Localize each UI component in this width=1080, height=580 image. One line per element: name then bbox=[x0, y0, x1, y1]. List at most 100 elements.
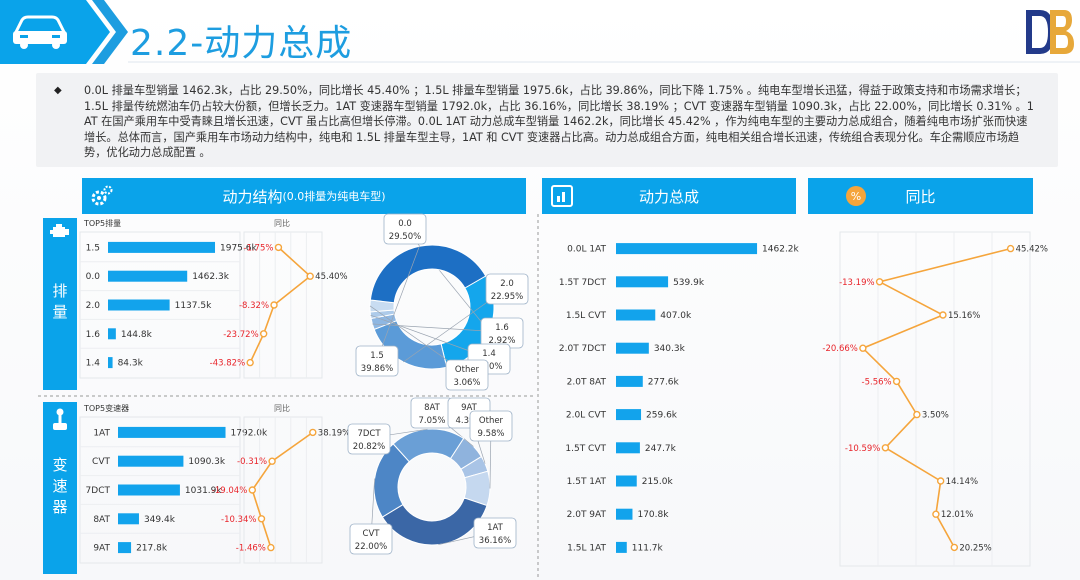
gears-icon bbox=[91, 185, 113, 206]
disp_yoy-point bbox=[270, 301, 278, 309]
trans_pie-slice bbox=[381, 497, 488, 546]
disp_pie-label-box bbox=[485, 273, 529, 305]
disp_pie-slice-name: 0.0 bbox=[398, 219, 412, 229]
pt_bar-bar bbox=[616, 243, 758, 255]
trans_bar-value-label: 349.4k bbox=[144, 515, 176, 525]
pt_yoy-point bbox=[859, 344, 867, 352]
pt_bar-bar bbox=[616, 442, 640, 454]
pt_bar-category-label: 1.5L 1AT bbox=[567, 543, 606, 553]
trans_bar-value-label: 1792.0k bbox=[231, 428, 268, 438]
disp_bar-category-label: 2.0 bbox=[86, 301, 101, 311]
disp_bar-bar bbox=[108, 299, 170, 311]
disp_bar-category-label: 0.0 bbox=[86, 272, 101, 282]
disp_pie-slice-value: 39.86% bbox=[361, 364, 393, 374]
trans_bar-bar bbox=[118, 484, 180, 496]
trans_yoy-title: 同比 bbox=[274, 403, 290, 413]
trans_bar-value-label: 1090.3k bbox=[188, 457, 225, 467]
trans_yoy-point bbox=[267, 543, 275, 552]
pt_bar-category-label: 1.5T 1AT bbox=[567, 477, 607, 487]
pt_bar-value-label: 259.6k bbox=[646, 411, 678, 421]
trans_pie-slice-name: 7DCT bbox=[357, 429, 381, 439]
structure-note: (0.0排量为纯电车型) bbox=[282, 190, 386, 203]
pt_bar-value-label: 407.0k bbox=[660, 311, 692, 321]
trans_pie-slice-name: 9AT bbox=[461, 403, 478, 413]
disp_pie-slice-value: 29.50% bbox=[389, 232, 421, 242]
pt_bar-value-label: 170.8k bbox=[637, 510, 669, 520]
pt_yoy-point bbox=[939, 311, 947, 319]
pt_bar-category-label: 2.0L CVT bbox=[566, 411, 607, 421]
side-label-displacement: 排量 bbox=[43, 218, 77, 390]
trans_bar-category-label: 7DCT bbox=[86, 486, 111, 496]
trans_yoy-data-label: -10.34% bbox=[221, 515, 256, 525]
summary-paragraph: 0.0L 排量车型销量 1462.3k，占比 29.50%，同比增长 45.40… bbox=[84, 84, 1034, 160]
pt_yoy-data-label: 20.25% bbox=[959, 543, 991, 553]
disp_pie-leader bbox=[372, 323, 503, 333]
pt_bar-value-label: 340.3k bbox=[654, 344, 686, 354]
pt_bar-bar bbox=[616, 375, 643, 387]
trans_yoy-data-label: 38.19% bbox=[318, 428, 350, 438]
trans_pie-slice-value: 20.82% bbox=[353, 442, 385, 452]
trans_yoy-point bbox=[309, 428, 317, 437]
pt_bar-bar bbox=[616, 508, 633, 520]
trans_yoy-frame bbox=[243, 416, 323, 564]
trans_bar-category-label: 9AT bbox=[93, 544, 110, 554]
disp_pie-label-box bbox=[355, 345, 399, 377]
trans_bar-bar bbox=[118, 426, 226, 438]
disp_yoy-point bbox=[246, 358, 254, 367]
trans_bar-bar bbox=[118, 542, 132, 554]
pt_bar-bar bbox=[616, 475, 637, 487]
trans_yoy-point bbox=[257, 515, 266, 523]
bullet-icon: ◆ bbox=[54, 85, 62, 96]
trans_yoy-point bbox=[268, 457, 276, 465]
trans_bar-category-label: 1AT bbox=[93, 428, 110, 438]
disp_pie-slice-name: 2.0 bbox=[500, 279, 514, 289]
trans_yoy-data-label: -19.04% bbox=[212, 486, 247, 496]
disp_yoy-data-label: -8.32% bbox=[239, 301, 269, 311]
pt_bar-bar bbox=[616, 409, 642, 421]
pt_bar-value-label: 111.7k bbox=[632, 543, 664, 553]
disp_pie-slice-value: 22.95% bbox=[491, 292, 523, 302]
pt_yoy-data-label: 14.14% bbox=[946, 477, 978, 487]
disp_yoy-point bbox=[259, 330, 268, 338]
pt_bar-value-label: 215.0k bbox=[642, 477, 674, 487]
disp_pie-slice-name: Other bbox=[455, 365, 480, 375]
disp_bar-bar bbox=[108, 270, 188, 282]
disp_pie-label-box bbox=[383, 213, 427, 245]
disp_bar-bar bbox=[108, 241, 216, 253]
trans_pie-label-box bbox=[347, 423, 391, 455]
trans_bar-bar bbox=[118, 513, 139, 525]
disp_bar-value-label: 1462.3k bbox=[192, 272, 229, 282]
pt_yoy-data-label: -10.59% bbox=[845, 444, 880, 454]
pt_yoy-point bbox=[950, 543, 959, 552]
disp_pie-leader bbox=[376, 246, 420, 361]
trans_bar-title: TOP5变速器 bbox=[83, 403, 129, 413]
pt_yoy-data-label: 12.01% bbox=[941, 510, 973, 520]
pt_bar-bar bbox=[616, 309, 656, 321]
trans_pie-slice-value: 36.16% bbox=[479, 536, 511, 546]
pt_yoy-point bbox=[881, 444, 890, 452]
trans_bar-bar bbox=[118, 455, 184, 467]
pt_yoy-data-label: -5.56% bbox=[862, 377, 892, 387]
summary-box bbox=[36, 73, 1058, 167]
trans_pie-slice-name: 8AT bbox=[424, 403, 441, 413]
pt_bar-value-label: 277.6k bbox=[648, 377, 680, 387]
trans_pie-slice-name: 1AT bbox=[487, 523, 504, 533]
percent-icon: % bbox=[846, 186, 866, 206]
svg-text:%: % bbox=[851, 190, 861, 203]
powertrain-title: 动力总成 bbox=[638, 187, 699, 206]
trans_yoy-data-label: -0.31% bbox=[237, 457, 267, 467]
trans_yoy-data-label: -1.46% bbox=[236, 544, 266, 554]
trans_bar-frame bbox=[79, 416, 241, 564]
pt_bar-bar bbox=[616, 541, 627, 553]
disp_pie-slice-name: 1.4 bbox=[482, 349, 496, 359]
disp_bar-category-label: 1.4 bbox=[86, 359, 101, 369]
pt_yoy-data-label: -20.66% bbox=[822, 344, 857, 354]
trans_pie-slice-name: CVT bbox=[363, 529, 381, 539]
yoy-title: 同比 bbox=[905, 187, 936, 206]
pt_bar-value-label: 539.9k bbox=[673, 278, 705, 288]
pt_yoy-line bbox=[861, 247, 1011, 548]
pt_yoy-point bbox=[932, 510, 940, 518]
disp_bar-bar bbox=[108, 357, 113, 369]
disp_yoy-point bbox=[306, 272, 314, 280]
pt_yoy-point bbox=[913, 410, 921, 419]
